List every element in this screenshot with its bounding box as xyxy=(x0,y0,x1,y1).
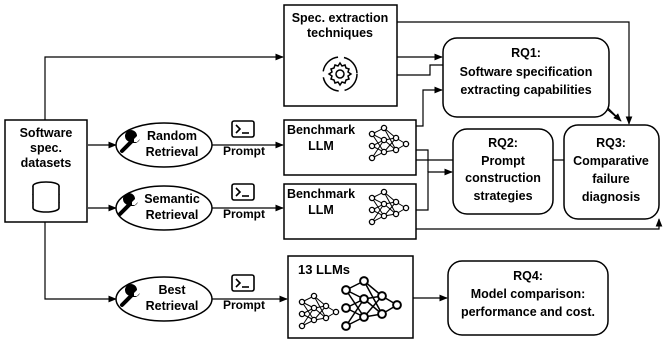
semantic-retrieval-line2: Retrieval xyxy=(146,208,199,222)
rq3-line2: failure xyxy=(592,172,630,186)
rq4-line1: Model comparison: xyxy=(471,287,586,301)
prompt-1: Prompt xyxy=(223,120,265,158)
best-retrieval: Best Retrieval xyxy=(115,276,213,322)
rq3-line1: Comparative xyxy=(573,154,649,168)
prompt-3: Prompt xyxy=(223,274,265,312)
rq2-title: RQ2: xyxy=(488,136,518,150)
benchmark-llm-2: Benchmark LLM xyxy=(283,183,417,240)
prompt-2: Prompt xyxy=(223,183,265,221)
rq4-title: RQ4: xyxy=(513,269,543,283)
benchmark-line2: LLM xyxy=(308,139,334,153)
rq1-title: RQ1: xyxy=(511,46,541,60)
database-icon xyxy=(32,181,60,213)
best-retrieval-line2: Retrieval xyxy=(146,299,199,313)
prompt-label: Prompt xyxy=(223,298,265,312)
rq1-line1: Software specification xyxy=(460,65,593,79)
spec-extraction-box: Spec. extraction techniques xyxy=(283,4,398,107)
terminal-icon xyxy=(231,183,255,201)
datasets-box: Software spec. datasets xyxy=(4,119,88,223)
semantic-retrieval: Semantic Retrieval xyxy=(115,185,213,231)
datasets-line2: spec. xyxy=(30,141,62,155)
rq4-line2: performance and cost. xyxy=(461,305,595,319)
datasets-line1: Software xyxy=(20,126,73,140)
random-retrieval: Random Retrieval xyxy=(115,122,213,168)
datasets-line3: datasets xyxy=(21,156,72,170)
rq1-line2: extracting capabilities xyxy=(460,83,591,97)
rq2-line1: Prompt xyxy=(481,154,526,168)
rq2-line3: strategies xyxy=(473,189,532,203)
rq2-box: RQ2: Prompt construction strategies xyxy=(452,128,554,215)
benchmark-line1: Benchmark xyxy=(287,187,355,201)
best-retrieval-line1: Best xyxy=(158,283,186,297)
gear-icon xyxy=(322,56,358,92)
prompt-label: Prompt xyxy=(223,144,265,158)
spec-extraction-line2: techniques xyxy=(307,26,373,40)
terminal-icon xyxy=(231,120,255,138)
rq1-box: RQ1: Software specification extracting c… xyxy=(442,37,610,118)
rq3-title: RQ3: xyxy=(596,136,626,150)
llms-13-box: 13 LLMs xyxy=(287,255,414,339)
llms-13-label: 13 LLMs xyxy=(298,262,350,277)
spec-extraction-line1: Spec. extraction xyxy=(292,11,389,25)
benchmark-line1: Benchmark xyxy=(287,123,355,137)
terminal-icon xyxy=(231,274,255,292)
random-retrieval-line2: Retrieval xyxy=(146,145,199,159)
rq4-box: RQ4: Model comparison: performance and c… xyxy=(447,260,609,336)
rq3-line3: diagnosis xyxy=(582,190,640,204)
benchmark-llm-1: Benchmark LLM xyxy=(283,119,417,176)
semantic-retrieval-line1: Semantic xyxy=(144,192,200,206)
rq2-line2: construction xyxy=(465,171,541,185)
prompt-label: Prompt xyxy=(223,207,265,221)
benchmark-line2: LLM xyxy=(308,203,334,217)
rq3-box: RQ3: Comparative failure diagnosis xyxy=(563,124,660,220)
random-retrieval-line1: Random xyxy=(147,129,197,143)
